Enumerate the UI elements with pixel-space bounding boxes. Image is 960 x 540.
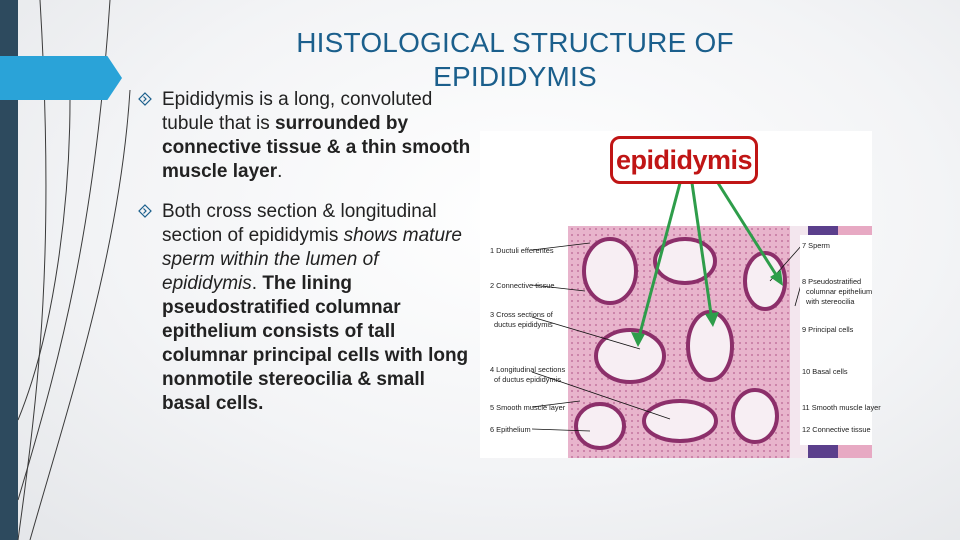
fig-label-3: 3 Cross sections of xyxy=(490,310,554,319)
right-labels-layer: 7 Sperm 8 Pseudostratified columnar epit… xyxy=(800,235,881,445)
histology-figure: 1 Ductuli efferentes 2 Connective tissue… xyxy=(480,131,881,458)
fig-label-4: 4 Longitudinal sections xyxy=(490,365,565,374)
left-decorative-strip xyxy=(0,0,18,540)
bullet-2-text: Both cross section & longitudinal sectio… xyxy=(162,201,469,414)
fig-label-4b: of ductus epididymis xyxy=(494,375,561,384)
fig-label-9: 9 Principal cells xyxy=(802,325,854,334)
slide-title: HISTOLOGICAL STRUCTURE OF EPIDIDYMIS xyxy=(296,27,734,92)
fig-label-10: 10 Basal cells xyxy=(802,367,848,376)
epididymis-label-box: epididymis xyxy=(610,136,758,184)
fig-label-6: 6 Epithelium xyxy=(490,425,531,434)
bullet-item-2: Both cross section & longitudinal sectio… xyxy=(138,200,478,416)
fig-label-8: 8 Pseudostratified xyxy=(802,277,861,286)
fig-label-1: 1 Ductuli efferentes xyxy=(490,246,554,255)
epididymis-label: epididymis xyxy=(615,145,753,175)
fig-label-8c: with stereocilia xyxy=(805,297,855,306)
fig-label-8b: columnar epithelium xyxy=(806,287,872,296)
fig-label-3b: ductus epididymis xyxy=(494,320,553,329)
diamond-arrow-icon xyxy=(138,92,152,106)
bullet-1-text: Epididymis is a long, convoluted tubule … xyxy=(162,89,471,182)
accent-tab xyxy=(0,56,122,100)
diamond-arrow-icon xyxy=(138,204,152,218)
fig-label-5: 5 Smooth muscle layer xyxy=(490,403,566,412)
fig-label-7: 7 Sperm xyxy=(802,241,830,250)
fig-label-11: 11 Smooth muscle layer xyxy=(802,403,881,412)
fig-label-2: 2 Connective tissue xyxy=(490,281,555,290)
fig-label-12: 12 Connective tissue xyxy=(802,425,871,434)
bullet-item-1: Epididymis is a long, convoluted tubule … xyxy=(138,88,478,184)
bullet-list: Epididymis is a long, convoluted tubule … xyxy=(138,88,478,432)
